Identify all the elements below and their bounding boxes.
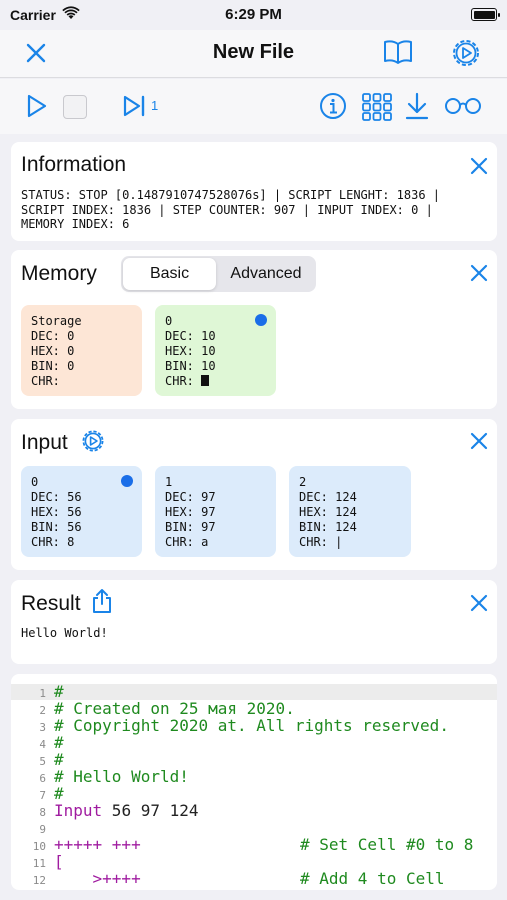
segment-advanced[interactable]: Advanced: [230, 265, 302, 282]
close-icon[interactable]: [469, 593, 489, 613]
status-bar: Carrier 6:29 PM: [0, 0, 507, 30]
current-line-highlight: [11, 684, 497, 700]
battery-icon: [471, 8, 500, 21]
code-line: 11[: [32, 852, 64, 871]
cell-bin: BIN: 124: [299, 520, 357, 534]
code-line: 10+++++ +++# Set Cell #0 to 8: [32, 835, 474, 854]
close-icon[interactable]: [469, 263, 489, 283]
cell-header: 0: [31, 475, 39, 489]
cell-header: Storage: [31, 314, 82, 328]
code-line: 12 >++++# Add 4 to Cell: [32, 869, 445, 888]
cell-dec: DEC: 124: [299, 490, 357, 504]
cell-dec: DEC: 0: [31, 329, 75, 343]
cell-hex: HEX: 0: [31, 344, 75, 358]
memory-card: Memory Basic Advanced Storage DEC: 0 HEX…: [11, 250, 497, 409]
toolbar: 1: [0, 79, 507, 134]
memory-title: Memory: [21, 262, 97, 285]
wifi-icon: [62, 6, 80, 19]
cell-header: 0: [165, 314, 173, 328]
memory-cell-0[interactable]: 0 DEC: 10 HEX: 10 BIN: 10 CHR:: [155, 305, 276, 396]
cell-header: 2: [299, 475, 307, 489]
code-lines: 1# 2# Created on 25 мая 2020. 3# Copyrig…: [11, 674, 497, 890]
step-count: 1: [151, 98, 159, 113]
cell-hex: HEX: 56: [31, 505, 82, 519]
info-icon[interactable]: [319, 92, 347, 120]
memory-mode-segmented-control: Basic Advanced: [121, 256, 316, 292]
cell-bin: BIN: 56: [31, 520, 82, 534]
cell-chr: CHR:: [165, 374, 194, 388]
clock: 6:29 PM: [225, 6, 282, 23]
cell-dec: DEC: 97: [165, 490, 216, 504]
close-icon[interactable]: [26, 43, 46, 63]
close-icon[interactable]: [469, 431, 489, 451]
cell-chr: CHR: |: [299, 535, 343, 549]
cell-chr: CHR: 8: [31, 535, 75, 549]
input-cell-0[interactable]: 0 DEC: 56 HEX: 56 BIN: 56 CHR: 8: [21, 466, 142, 557]
play-icon[interactable]: [26, 93, 48, 119]
cell-dec: DEC: 56: [31, 490, 82, 504]
cell-dec: DEC: 10: [165, 329, 216, 343]
cell-bin: BIN: 10: [165, 359, 216, 373]
cell-chr: CHR:: [31, 374, 60, 388]
information-title: Information: [21, 153, 127, 176]
memory-cell-storage[interactable]: Storage DEC: 0 HEX: 0 BIN: 0 CHR:: [21, 305, 142, 396]
result-output: Hello World!: [21, 626, 108, 640]
segment-basic[interactable]: Basic: [123, 258, 216, 290]
carrier-label: Carrier: [10, 7, 56, 23]
info-line: MEMORY INDEX: 6: [21, 217, 130, 231]
navigation-bar: New File: [0, 30, 507, 78]
code-line: 7#: [39, 784, 64, 803]
input-settings-gear-icon[interactable]: [81, 429, 105, 453]
newline-char-glyph: [201, 375, 210, 386]
grid-icon[interactable]: [362, 93, 392, 121]
page-title: New File: [212, 41, 295, 63]
cell-chr-row: CHR:: [165, 374, 276, 389]
code-line: 4#: [39, 733, 64, 752]
cell-bin: BIN: 97: [165, 520, 216, 534]
cell-hex: HEX: 124: [299, 505, 357, 519]
code-editor[interactable]: 1# 2# Created on 25 мая 2020. 3# Copyrig…: [11, 674, 497, 890]
code-line: 9: [39, 823, 46, 836]
step-forward-icon[interactable]: [122, 94, 148, 118]
input-cell-1[interactable]: 1 DEC: 97 HEX: 97 BIN: 97 CHR: a: [155, 466, 276, 557]
book-icon[interactable]: [383, 39, 413, 65]
info-line: STATUS: STOP [0.1487910747528076s] | SCR…: [21, 188, 441, 202]
cell-header: 1: [165, 475, 173, 489]
cell-bin: BIN: 0: [31, 359, 75, 373]
settings-gear-icon[interactable]: [451, 38, 481, 68]
download-icon[interactable]: [405, 92, 429, 120]
code-line: 5#: [39, 750, 64, 769]
code-line: 1#: [39, 682, 64, 701]
cell-hex: HEX: 10: [165, 344, 216, 358]
active-indicator: [255, 314, 267, 326]
result-title: Result: [21, 592, 81, 615]
result-card: Result Hello World!: [11, 580, 497, 664]
share-icon[interactable]: [91, 588, 113, 614]
code-line: 3# Copyright 2020 at. All rights reserve…: [39, 716, 449, 735]
code-line: 6# Hello World!: [39, 767, 189, 786]
information-card: Information STATUS: STOP [0.148791074752…: [11, 142, 497, 241]
glasses-icon[interactable]: [445, 96, 481, 116]
cell-hex: HEX: 97: [165, 505, 216, 519]
active-indicator: [121, 475, 133, 487]
information-status-text: STATUS: STOP [0.1487910747528076s] | SCR…: [21, 188, 491, 232]
cell-chr: CHR: a: [165, 535, 209, 549]
input-title: Input: [21, 431, 68, 454]
stop-button[interactable]: [63, 95, 87, 119]
code-line: 2# Created on 25 мая 2020.: [39, 699, 295, 718]
close-icon[interactable]: [469, 156, 489, 176]
input-card: Input 0 DEC: 56 HEX: 56 BIN: 56 CHR: 8 1…: [11, 419, 497, 570]
input-cell-2[interactable]: 2 DEC: 124 HEX: 124 BIN: 124 CHR: |: [289, 466, 411, 557]
info-line: SCRIPT INDEX: 1836 | STEP COUNTER: 907 |…: [21, 202, 433, 217]
